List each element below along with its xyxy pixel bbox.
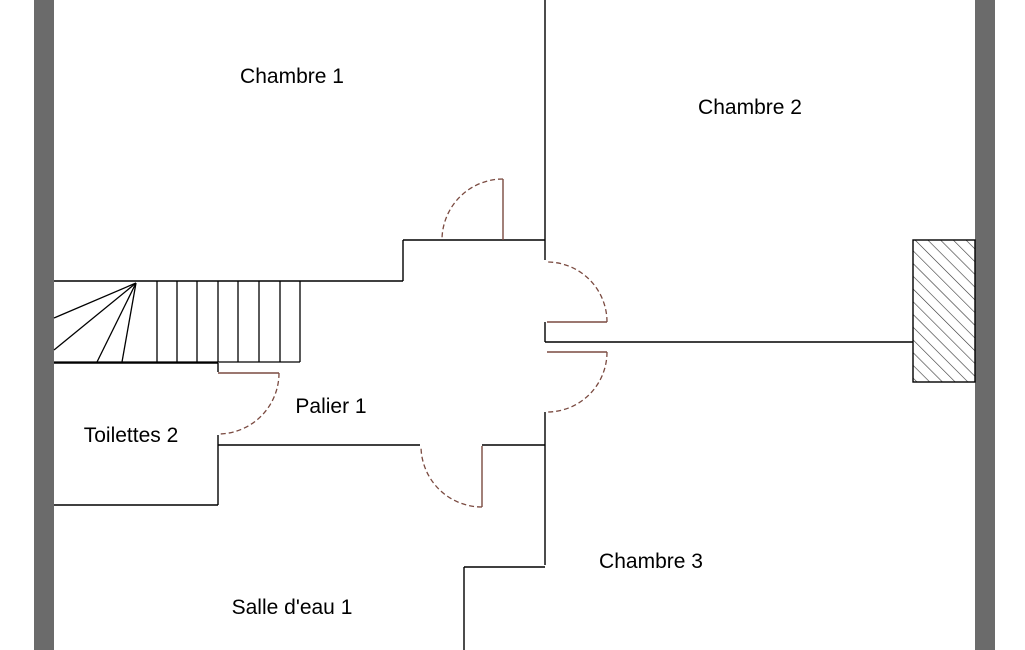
chimney-hatch (912, 239, 976, 383)
door-chambre-2 (546, 261, 608, 323)
label-toilettes-2: Toilettes 2 (84, 424, 179, 447)
door-salle-deau-1 (420, 445, 483, 508)
door-chambre-1 (441, 178, 504, 241)
door-toilettes-2 (217, 372, 280, 435)
outer-wall-right (975, 0, 995, 650)
label-salle-deau-1: Salle d'eau 1 (232, 596, 353, 619)
label-chambre-2: Chambre 2 (698, 96, 802, 119)
staircase (53, 281, 301, 363)
label-chambre-3: Chambre 3 (599, 550, 703, 573)
label-palier-1: Palier 1 (295, 395, 366, 418)
door-chambre-3 (546, 351, 608, 413)
interior-walls (54, 0, 913, 650)
label-chambre-1: Chambre 1 (240, 65, 344, 88)
outer-wall-left (34, 0, 54, 650)
